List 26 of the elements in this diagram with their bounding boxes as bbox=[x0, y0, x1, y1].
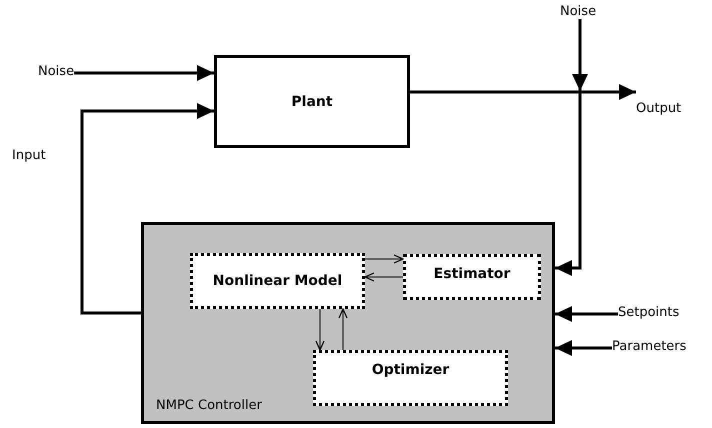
module-box bbox=[190, 253, 365, 309]
arrow bbox=[74, 65, 214, 81]
box-label: NMPC Controller bbox=[156, 398, 262, 413]
arrow bbox=[364, 272, 404, 282]
arrow bbox=[572, 19, 588, 91]
box-label: Nonlinear Model bbox=[212, 273, 342, 289]
process-box bbox=[214, 55, 410, 148]
box-label: Estimator bbox=[434, 266, 510, 282]
arrow bbox=[338, 308, 348, 350]
node-label: Noise bbox=[38, 64, 74, 79]
node-label: Parameters bbox=[612, 339, 686, 354]
arrow bbox=[555, 340, 612, 356]
controller-box bbox=[141, 222, 555, 424]
module-box bbox=[403, 254, 541, 300]
edge-label: Input bbox=[12, 148, 46, 163]
box-label: Plant bbox=[291, 94, 333, 110]
arrow bbox=[315, 308, 325, 351]
arrow bbox=[80, 103, 214, 314]
node-label: Noise bbox=[560, 4, 596, 19]
arrow bbox=[410, 90, 582, 276]
box-label: Optimizer bbox=[372, 362, 450, 378]
arrow bbox=[364, 254, 404, 264]
node-label: Output bbox=[636, 101, 682, 116]
node-label: Setpoints bbox=[618, 305, 680, 320]
arrow bbox=[555, 306, 618, 322]
module-box bbox=[313, 350, 508, 406]
